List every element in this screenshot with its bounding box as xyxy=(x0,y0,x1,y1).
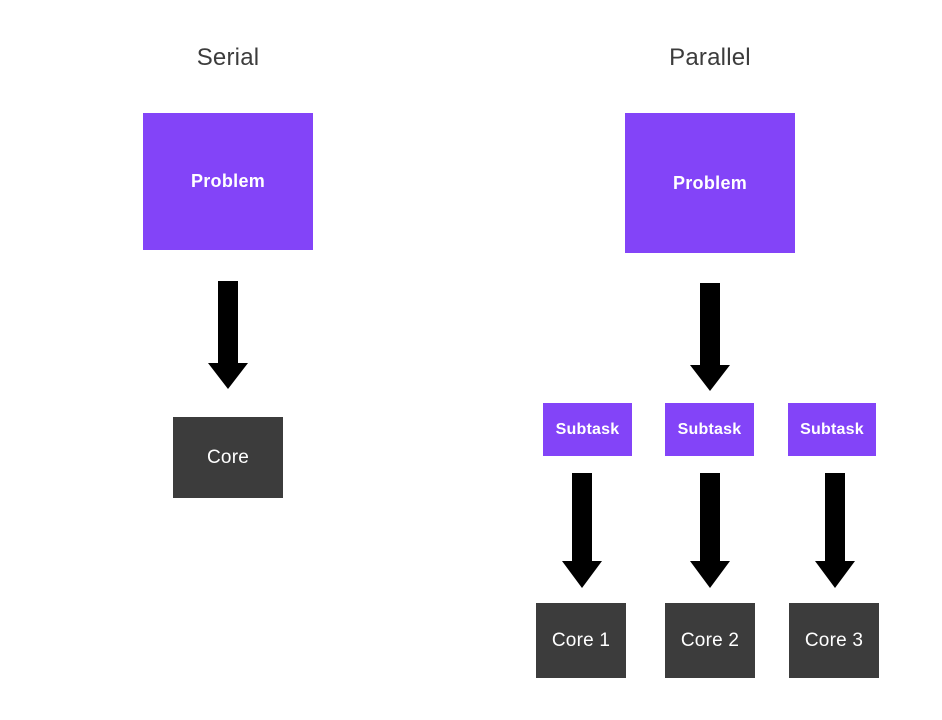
subtask-label-2: Subtask xyxy=(677,420,742,438)
serial-column-title: Serial xyxy=(196,44,260,71)
arrow-subtask-1-to-core-1 xyxy=(562,473,602,588)
parallel-problem-label: Problem xyxy=(672,172,748,193)
core-box-1: Core 1 xyxy=(536,603,626,678)
core-box-3: Core 3 xyxy=(789,603,879,678)
arrow-problem-to-core xyxy=(208,281,248,389)
serial-core-label: Core xyxy=(207,446,249,468)
arrow-subtask-2-to-core-2 xyxy=(690,473,730,588)
subtask-label-1: Subtask xyxy=(555,420,620,438)
parallel-problem-box: Problem xyxy=(625,113,795,253)
serial-problem-box: Problem xyxy=(143,113,313,250)
arrow-problem-to-subtask-2 xyxy=(690,283,730,391)
arrow-subtask-3-to-core-3 xyxy=(815,473,855,588)
serial-problem-label: Problem xyxy=(190,171,266,191)
serial-core-box: Core xyxy=(173,417,283,498)
subtask-box-3: Subtask xyxy=(788,403,876,456)
subtask-box-2: Subtask xyxy=(665,403,754,456)
subtask-box-1: Subtask xyxy=(543,403,632,456)
core-box-2: Core 2 xyxy=(665,603,755,678)
core-label-1: Core 1 xyxy=(551,629,611,651)
subtask-label-3: Subtask xyxy=(800,420,864,438)
core-label-3: Core 3 xyxy=(804,629,864,651)
parallel-column-title: Parallel xyxy=(669,44,751,71)
core-label-2: Core 2 xyxy=(680,629,740,651)
